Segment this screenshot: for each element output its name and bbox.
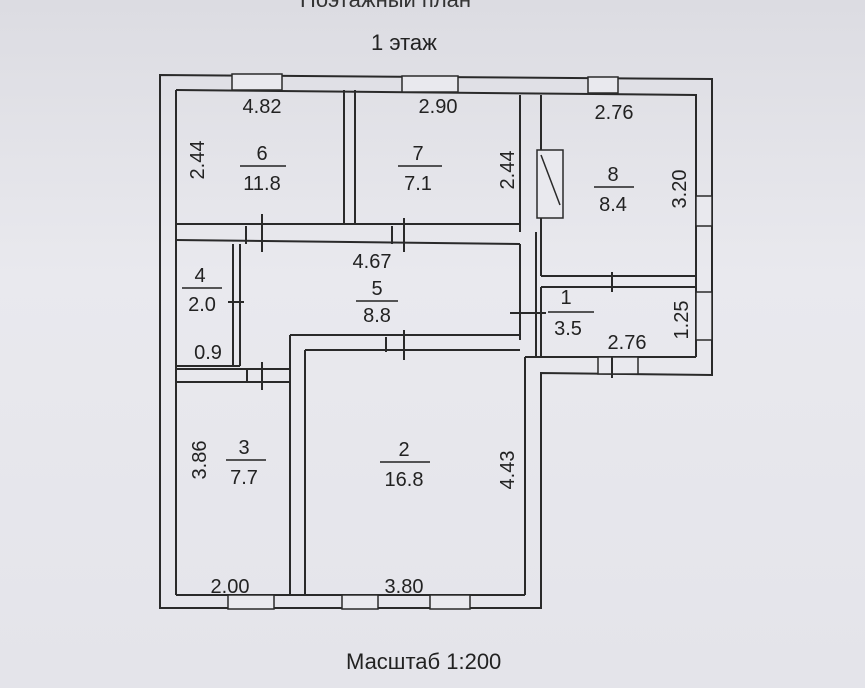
room-4-area: 2.0 bbox=[188, 294, 216, 316]
room-1-area: 3.5 bbox=[554, 318, 582, 340]
dim-room8-height: 3.20 bbox=[669, 170, 691, 209]
dim-room1-height: 1.25 bbox=[671, 301, 693, 340]
room-1-number: 1 bbox=[560, 287, 571, 309]
dim-room2-height: 4.43 bbox=[497, 451, 519, 490]
dim-room7-width: 2.90 bbox=[419, 96, 458, 118]
dim-room4-width: 0.9 bbox=[194, 342, 222, 364]
dim-room1-width: 2.76 bbox=[608, 332, 647, 354]
room-6-area: 11.8 bbox=[243, 173, 280, 195]
room-4-number: 4 bbox=[194, 265, 205, 287]
room-6-number: 6 bbox=[256, 143, 267, 165]
room-3-number: 3 bbox=[238, 437, 249, 459]
outer-wall-inner bbox=[175, 89, 697, 357]
room-5-number: 5 bbox=[371, 278, 382, 300]
outer-wall bbox=[159, 73, 713, 609]
room-8-area: 8.4 bbox=[599, 194, 627, 216]
room-7-number: 7 bbox=[412, 143, 423, 165]
dim-room8-width: 2.76 bbox=[595, 102, 634, 124]
room-3-area: 7.7 bbox=[230, 467, 258, 489]
room-2-area: 16.8 bbox=[385, 469, 424, 491]
dim-room3-width: 2.00 bbox=[211, 576, 250, 598]
room-7-area: 7.1 bbox=[404, 173, 432, 195]
dim-room2-width: 3.80 bbox=[385, 576, 424, 598]
dim-room3-height: 3.86 bbox=[189, 441, 211, 480]
dim-room7-height: 2.44 bbox=[497, 151, 519, 190]
floor-label: 1 этаж bbox=[371, 30, 437, 55]
room-2-number: 2 bbox=[398, 439, 409, 461]
dim-room5-width: 4.67 bbox=[353, 251, 392, 273]
scale-label: Масштаб 1:200 bbox=[346, 649, 502, 674]
room-5-area: 8.8 bbox=[363, 305, 391, 327]
room-8-number: 8 bbox=[607, 164, 618, 186]
dim-room6-width: 4.82 bbox=[243, 96, 282, 118]
plan-title: Поэтажный план bbox=[300, 0, 471, 11]
dim-room6-height: 2.44 bbox=[187, 141, 209, 180]
